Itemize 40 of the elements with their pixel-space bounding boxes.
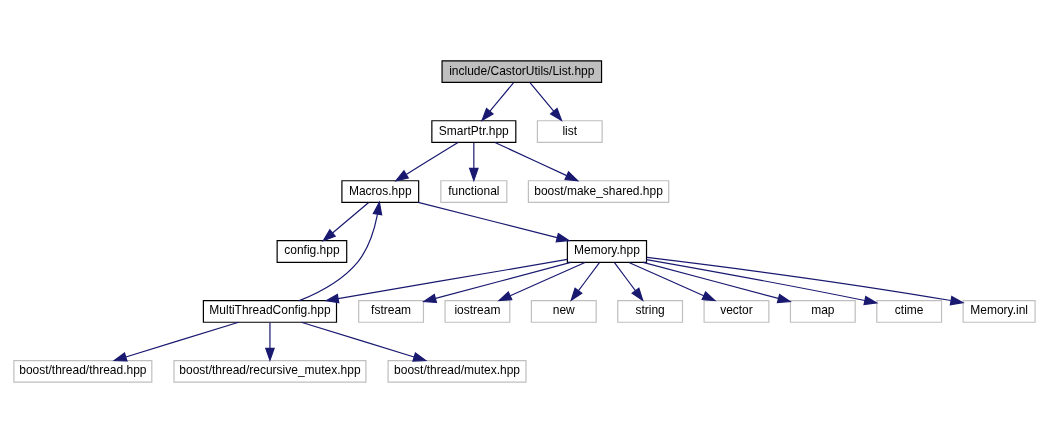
arrow <box>321 201 370 242</box>
node-box: MultiThreadConfig.hpp <box>202 300 338 323</box>
arrow <box>298 200 383 302</box>
node-box: boost/thread/mutex.hpp <box>387 360 527 383</box>
node-box: vector <box>703 300 770 323</box>
node-box: string <box>617 300 684 323</box>
node-box: list <box>536 120 603 143</box>
node-box: boost/make_shared.hpp <box>527 180 670 203</box>
node-box: iostream <box>444 300 511 323</box>
node-box: Memory.hpp <box>566 240 648 263</box>
node-box: functional <box>440 180 508 203</box>
arrow <box>497 261 586 302</box>
node-box: boost/thread/thread.hpp <box>13 360 153 383</box>
arrow <box>494 141 580 182</box>
arrow <box>112 321 240 362</box>
arrow <box>529 82 563 122</box>
arrow <box>613 262 644 302</box>
arrow <box>570 262 601 302</box>
arrow <box>422 261 572 304</box>
node-box: boost/thread/recursive_mutex.hpp <box>173 360 367 383</box>
arrow <box>468 142 479 183</box>
arrow <box>645 258 879 306</box>
arrow <box>394 141 459 182</box>
arrow <box>264 322 275 363</box>
arrow <box>417 201 571 243</box>
arrow <box>646 256 965 306</box>
node-box: include/CastorUtils/List.hpp <box>441 60 603 83</box>
arrow <box>324 258 568 304</box>
node-box: config.hpp <box>276 240 348 263</box>
node-box: Memory.inl <box>962 300 1036 323</box>
node-box: ctime <box>876 300 943 323</box>
node-box: map <box>789 300 856 323</box>
node-box: Macros.hpp <box>341 180 420 203</box>
arrow <box>300 321 428 362</box>
node-box: fstream <box>358 300 425 323</box>
node-box: new <box>530 300 597 323</box>
arrow <box>480 82 515 122</box>
arrow <box>642 261 792 304</box>
arrow <box>628 261 717 302</box>
node-box: SmartPtr.hpp <box>431 120 517 143</box>
